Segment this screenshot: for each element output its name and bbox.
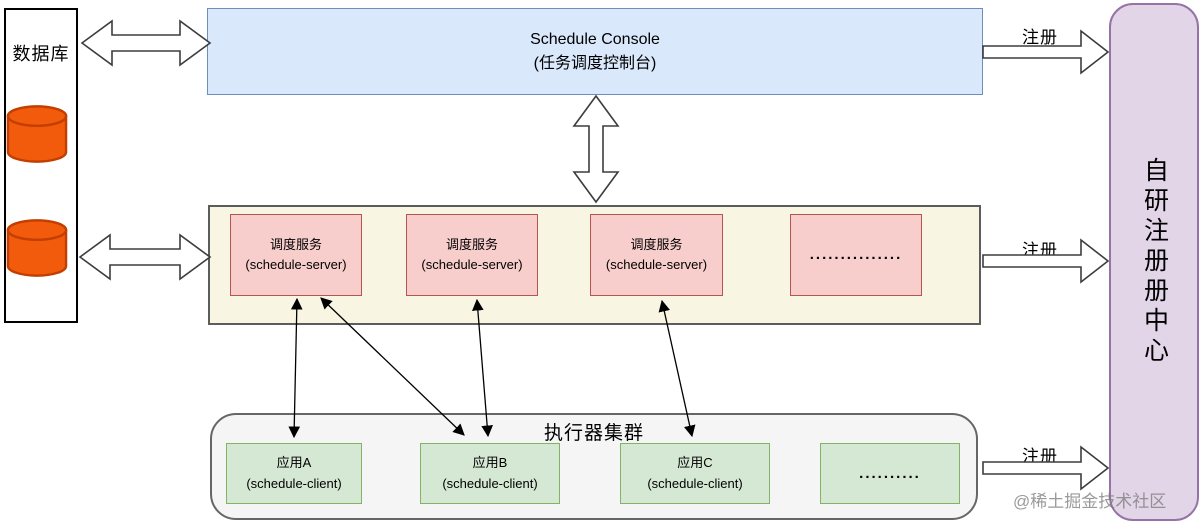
register-label-middle: 注册 [1022,241,1058,260]
database-cylinder-icon [6,219,68,277]
registry-label: 自研注册册中心 [1140,157,1169,367]
watermark: @稀土掘金技术社区 [1013,492,1167,511]
server-title: 调度服务 [630,236,683,252]
register-label-bottom: 注册 [1022,447,1058,466]
db-servercluster-double-arrow [78,233,212,281]
server-ellipsis-node: ............... [790,214,922,296]
client-subtitle: (schedule-client) [442,475,538,491]
console-subtitle: (任务调度控制台) [533,54,657,72]
executor-cluster-title: 执行器集群 [543,423,644,444]
client-node-app-c: 应用C (schedule-client) [620,443,770,504]
server-subtitle: (schedule-server) [605,257,708,272]
client-node-app-a: 应用A (schedule-client) [226,443,362,504]
server-subtitle: (schedule-server) [245,257,347,272]
registry-center-node: 自研注册册中心 [1109,3,1199,521]
console-title: Schedule Console [530,30,660,48]
ellipsis-text: .......... [859,464,921,482]
client-subtitle: (schedule-client) [246,475,342,491]
client-title: 应用B [472,455,508,471]
server-subtitle: (schedule-server) [421,257,523,272]
client-title: 应用A [276,455,312,471]
schedule-server-node: 调度服务 (schedule-server) [590,214,723,296]
server-title: 调度服务 [269,236,322,252]
client-node-app-b: 应用B (schedule-client) [420,443,560,504]
console-servercluster-double-arrow [572,94,620,204]
schedule-server-node: 调度服务 (schedule-server) [406,214,538,296]
register-label-top: 注册 [1022,28,1058,47]
schedule-console-node: Schedule Console (任务调度控制台) [207,8,983,95]
database-label: 数据库 [12,44,70,64]
client-ellipsis-node: .......... [820,443,960,504]
client-subtitle: (schedule-client) [647,475,743,491]
server-title: 调度服务 [445,236,498,252]
client-title: 应用C [677,455,713,471]
db-console-double-arrow [80,19,212,67]
schedule-server-node: 调度服务 (schedule-server) [230,214,362,296]
database-cylinder-icon [6,105,68,163]
ellipsis-text: ............... [809,246,903,264]
